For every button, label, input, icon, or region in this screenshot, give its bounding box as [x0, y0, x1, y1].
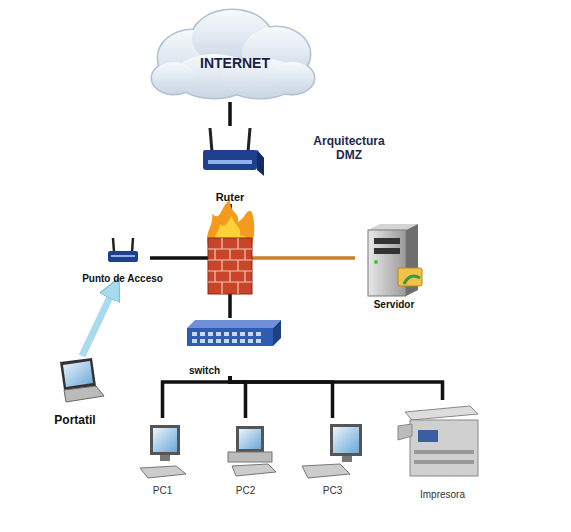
pc-icon: [140, 425, 186, 478]
node-label: Portatil: [54, 414, 95, 428]
pc-icon: [228, 426, 276, 476]
pc-node: PC3: [305, 418, 360, 496]
node-label: INTERNET: [200, 55, 270, 71]
node-label: PC1: [153, 485, 172, 497]
network-link: [82, 288, 114, 356]
laptop-node: Portatil: [40, 356, 110, 428]
server-node: Servidor: [355, 220, 433, 310]
network-link: [230, 376, 443, 400]
node-label: switch: [189, 365, 220, 377]
pc-node: PC1: [135, 418, 190, 496]
switch-node: switch: [183, 318, 277, 376]
laptop-icon: [60, 358, 104, 402]
router-icon: [203, 128, 264, 176]
cloud-node: INTERNET: [160, 10, 310, 102]
network-link: [163, 376, 231, 418]
network-link: [228, 102, 232, 126]
access-point-icon: [108, 238, 138, 262]
router-node: Ruter: [195, 126, 265, 204]
switch-icon: [187, 320, 281, 346]
pc-icon: [302, 424, 362, 478]
node-label: PC3: [323, 485, 342, 497]
node-label: Servidor: [374, 299, 415, 311]
pc-node: PC2: [218, 418, 273, 496]
node-label: Ruter: [216, 191, 245, 204]
printer-icon: [398, 406, 478, 476]
firewall-icon: [207, 200, 254, 294]
printer-node: Impresora: [395, 400, 490, 500]
diagram-title: Arquitectura DMZ: [303, 134, 395, 163]
server-icon: [368, 224, 422, 296]
access-point-node: Punto de Acceso: [95, 236, 150, 284]
cloud-shape: [152, 10, 314, 98]
node-label: Impresora: [420, 489, 465, 501]
node-label: PC2: [236, 485, 255, 497]
node-label: Punto de Acceso: [82, 273, 163, 285]
